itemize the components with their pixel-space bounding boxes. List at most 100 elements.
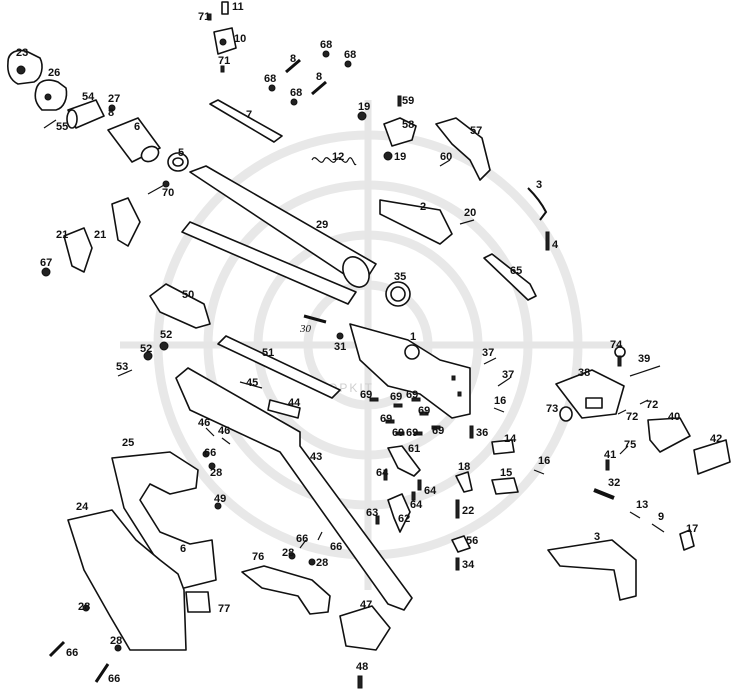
label-52a: 52 bbox=[160, 329, 172, 341]
part-66-screws-lower bbox=[48, 640, 110, 683]
label-68b: 68 bbox=[290, 87, 302, 99]
part-24-grip-lower bbox=[67, 509, 187, 651]
label-59: 59 bbox=[402, 95, 414, 107]
label-20: 20 bbox=[464, 207, 476, 219]
part-14-block bbox=[491, 439, 515, 455]
label-57: 57 bbox=[470, 125, 482, 137]
part-16-pins bbox=[493, 407, 545, 475]
part-8-pins bbox=[285, 58, 327, 96]
label-71b: 71 bbox=[218, 55, 230, 67]
part-28-66-cluster bbox=[288, 531, 323, 566]
part-9-pin bbox=[651, 523, 665, 533]
label-48: 48 bbox=[356, 661, 368, 673]
label-68d: 68 bbox=[344, 49, 356, 61]
label-34: 34 bbox=[462, 559, 475, 571]
label-69a: 69 bbox=[360, 389, 372, 401]
label-64c: 64 bbox=[410, 499, 423, 511]
label-71a: 71 bbox=[198, 11, 210, 23]
label-66a: 66 bbox=[204, 447, 216, 459]
label-22: 22 bbox=[462, 505, 474, 517]
label-66e: 66 bbox=[330, 541, 342, 553]
label-38: 38 bbox=[578, 367, 590, 379]
label-69f: 69 bbox=[392, 427, 404, 439]
part-10-block bbox=[213, 27, 237, 55]
part-66-screws-upper bbox=[202, 450, 216, 470]
label-8c: 8 bbox=[108, 107, 114, 119]
label-27: 27 bbox=[108, 93, 120, 105]
label-69g: 69 bbox=[406, 427, 418, 439]
label-66b: 66 bbox=[66, 647, 78, 659]
part-37-pins bbox=[483, 357, 511, 387]
part-77-plate bbox=[185, 591, 211, 613]
part-45-pin bbox=[239, 381, 263, 389]
part-32-pin bbox=[593, 488, 615, 500]
part-3-spring-top bbox=[527, 187, 548, 221]
part-55-pin bbox=[43, 119, 57, 129]
label-77: 77 bbox=[218, 603, 230, 615]
label-30: 30 bbox=[299, 323, 312, 335]
part-3-trigger-guard bbox=[547, 539, 637, 601]
label-55: 55 bbox=[56, 121, 68, 133]
part-62-trigger bbox=[387, 493, 411, 533]
part-42-plate bbox=[693, 439, 731, 475]
label-32: 32 bbox=[608, 477, 620, 489]
label-69e: 69 bbox=[418, 405, 430, 417]
label-28d: 28 bbox=[282, 547, 294, 559]
part-26-end-cap bbox=[34, 79, 68, 111]
label-14: 14 bbox=[504, 433, 517, 445]
part-72-screws bbox=[617, 399, 649, 415]
part-28-nuts bbox=[82, 604, 122, 652]
label-69b: 69 bbox=[390, 391, 402, 403]
label-61: 61 bbox=[408, 443, 420, 455]
part-34-pin bbox=[455, 557, 460, 571]
part-29-barrel-tube bbox=[181, 165, 377, 305]
label-52b: 52 bbox=[140, 343, 152, 355]
label-28e: 28 bbox=[316, 557, 328, 569]
label-9: 9 bbox=[658, 511, 664, 523]
part-49-nut bbox=[214, 502, 222, 510]
part-labels: 23 26 54 27 55 6 5 70 71 11 10 71 7 8 8 … bbox=[16, 1, 722, 685]
part-48-screw bbox=[357, 675, 363, 689]
part-7-bar bbox=[209, 99, 283, 143]
label-4: 4 bbox=[552, 239, 559, 251]
part-5-ring bbox=[167, 152, 189, 172]
part-41-pin bbox=[605, 459, 610, 471]
part-74-screw bbox=[614, 346, 626, 367]
part-2-slide bbox=[379, 199, 453, 245]
part-61-lever bbox=[387, 445, 421, 477]
label-51: 51 bbox=[262, 347, 274, 359]
label-69h: 69 bbox=[432, 425, 444, 437]
part-69-pins bbox=[369, 397, 441, 436]
label-64a: 64 bbox=[376, 467, 389, 479]
part-15-block bbox=[491, 477, 519, 495]
part-65-lever bbox=[483, 253, 537, 301]
label-8a: 8 bbox=[290, 53, 296, 65]
label-19a: 19 bbox=[358, 101, 370, 113]
label-44: 44 bbox=[288, 397, 301, 409]
label-73: 73 bbox=[546, 403, 558, 415]
label-16b: 16 bbox=[538, 455, 550, 467]
part-70-screw bbox=[147, 180, 170, 195]
label-12: 12 bbox=[332, 151, 344, 163]
part-35-ring bbox=[385, 281, 411, 307]
part-51-bar bbox=[217, 335, 341, 399]
label-64b: 64 bbox=[424, 485, 437, 497]
label-69d: 69 bbox=[380, 413, 392, 425]
part-12-spring bbox=[311, 157, 357, 166]
label-11: 11 bbox=[232, 1, 244, 13]
label-21b: 21 bbox=[56, 229, 68, 241]
label-7: 7 bbox=[246, 109, 252, 121]
part-30-pin bbox=[303, 314, 327, 324]
part-68-nuts bbox=[268, 50, 352, 106]
label-8b: 8 bbox=[316, 71, 322, 83]
part-60-screw bbox=[439, 159, 451, 167]
part-67-nut bbox=[41, 267, 51, 277]
label-1: 1 bbox=[410, 331, 416, 343]
part-53-pin bbox=[117, 369, 133, 377]
label-37a: 37 bbox=[482, 347, 494, 359]
label-56: 56 bbox=[466, 535, 478, 547]
part-54-bushing bbox=[66, 99, 105, 129]
part-17-screw bbox=[679, 529, 695, 551]
label-67: 67 bbox=[40, 257, 52, 269]
